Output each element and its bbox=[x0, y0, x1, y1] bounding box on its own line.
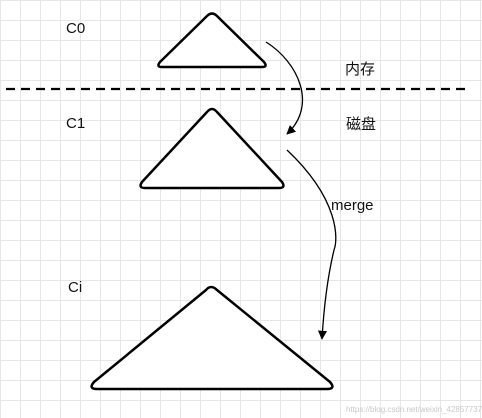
arrow-merge-c1-to-ci bbox=[286, 149, 337, 340]
ci-tree-triangle bbox=[90, 285, 334, 391]
label-c0: C0 bbox=[66, 20, 86, 37]
watermark: https://blog.csdn.net/weixin_42857737 bbox=[346, 405, 482, 414]
label-merge: merge bbox=[331, 197, 374, 214]
label-memory: 内存 bbox=[345, 61, 376, 78]
label-c1: C1 bbox=[66, 115, 86, 132]
label-disk: 磁盘 bbox=[346, 116, 377, 133]
arrow-c0-to-c1 bbox=[265, 41, 304, 135]
c0-tree-triangle bbox=[157, 12, 267, 69]
c1-tree-triangle bbox=[139, 107, 285, 190]
label-ci: Ci bbox=[68, 279, 83, 296]
